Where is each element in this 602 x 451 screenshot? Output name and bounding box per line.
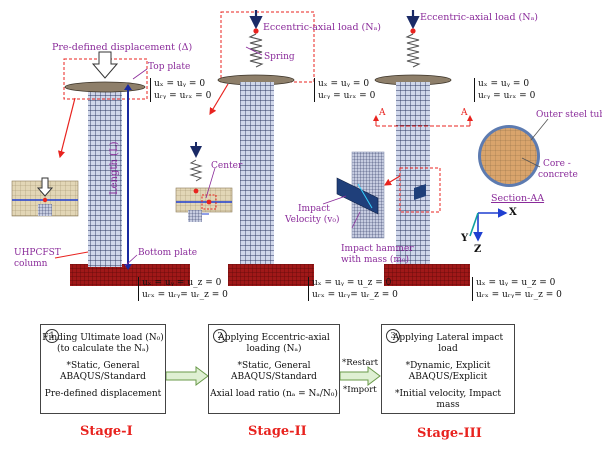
stage-title-3: Stage-III — [417, 426, 482, 441]
leader-arrow-2 — [209, 83, 229, 116]
spring-3 — [405, 33, 421, 68]
label-length: Length (L) — [109, 141, 120, 195]
label-axis-x: X — [509, 207, 517, 218]
label-core-concrete-2: concrete — [538, 170, 578, 180]
label-impact-hammer-2: with mass (m₀) — [341, 255, 410, 265]
inset-top-plate-1 — [11, 177, 79, 217]
label-axis-y: Y — [461, 233, 469, 244]
label-eccentric-load-2: Eccentric-axial load (Nₐ) — [263, 22, 381, 33]
bottom-plate-3 — [384, 264, 470, 286]
impact-zone-box — [399, 167, 441, 213]
spring-2 — [248, 33, 264, 68]
spring-pointer — [245, 46, 263, 56]
section-aa-figure — [478, 118, 549, 187]
top-plate-pointer — [132, 68, 148, 80]
label-section-a-left: A — [379, 108, 386, 118]
label-column: UHPCFST column — [14, 248, 61, 269]
impact-hammer-large — [336, 177, 379, 215]
column-pointer — [54, 251, 89, 259]
bottom-plate-pointer — [124, 254, 138, 267]
label-section-aa: Section-AA — [491, 193, 545, 204]
column-stage-2 — [209, 10, 315, 286]
label-core-concrete-1: Core - — [543, 159, 571, 169]
label-section-a-right: A — [461, 108, 468, 118]
label-predefined-displacement: Pre-defined displacement (Δ) — [52, 42, 193, 53]
column-stage-1 — [54, 51, 190, 286]
flow-arrow-1 — [165, 366, 209, 386]
column-body-3 — [396, 82, 430, 268]
label-axis-z: Z — [474, 244, 482, 255]
label-center: Center — [211, 161, 243, 171]
connector-import: *Import — [343, 385, 377, 395]
label-outer-steel-tube: Outer steel tube — [536, 110, 602, 120]
leader-arrow-1 — [57, 97, 76, 159]
inset-spring-2 — [175, 142, 233, 222]
process-box-2: 2 Applying Eccentric-axial loading (Nₐ) … — [208, 324, 340, 414]
leader-arrow-3 — [383, 175, 401, 186]
stage-title-1: Stage-I — [80, 424, 133, 439]
column-body-2 — [240, 82, 274, 268]
impact-hammer-small — [414, 184, 426, 200]
column-body-1 — [88, 87, 122, 267]
label-impact-hammer-1: Impact hammer — [341, 244, 414, 254]
column-stage-3 — [373, 10, 473, 286]
label-top-plate: Top plate — [148, 62, 191, 72]
displacement-arrow-icon — [91, 51, 119, 79]
label-impact-velocity-1: Impact — [298, 204, 330, 214]
top-plate-1 — [64, 81, 146, 93]
core-concrete-area — [481, 128, 537, 184]
label-spring: Spring — [264, 52, 295, 62]
flow-arrows — [165, 366, 381, 386]
stage-title-2: Stage-II — [248, 424, 307, 439]
label-bottom-plate: Bottom plate — [138, 248, 198, 258]
connector-restart: *Restart — [342, 358, 379, 368]
inset-impact-zoom — [322, 151, 385, 239]
highlight-box-2 — [220, 11, 315, 83]
label-eccentric-load-3: Eccentric-axial load (Nₐ) — [420, 12, 538, 23]
process-box-1: 1 Finding Ultimate load (N₀) (to calcula… — [40, 324, 166, 414]
coordinate-axes — [469, 208, 508, 242]
bottom-plate-1 — [70, 264, 190, 286]
label-impact-velocity-2: Velocity (v₀) — [285, 215, 340, 225]
bottom-plate-2 — [228, 264, 314, 286]
flow-arrow-2 — [339, 366, 381, 386]
process-box-3: 3 Applying Lateral impact load *Dynamic,… — [381, 324, 515, 414]
